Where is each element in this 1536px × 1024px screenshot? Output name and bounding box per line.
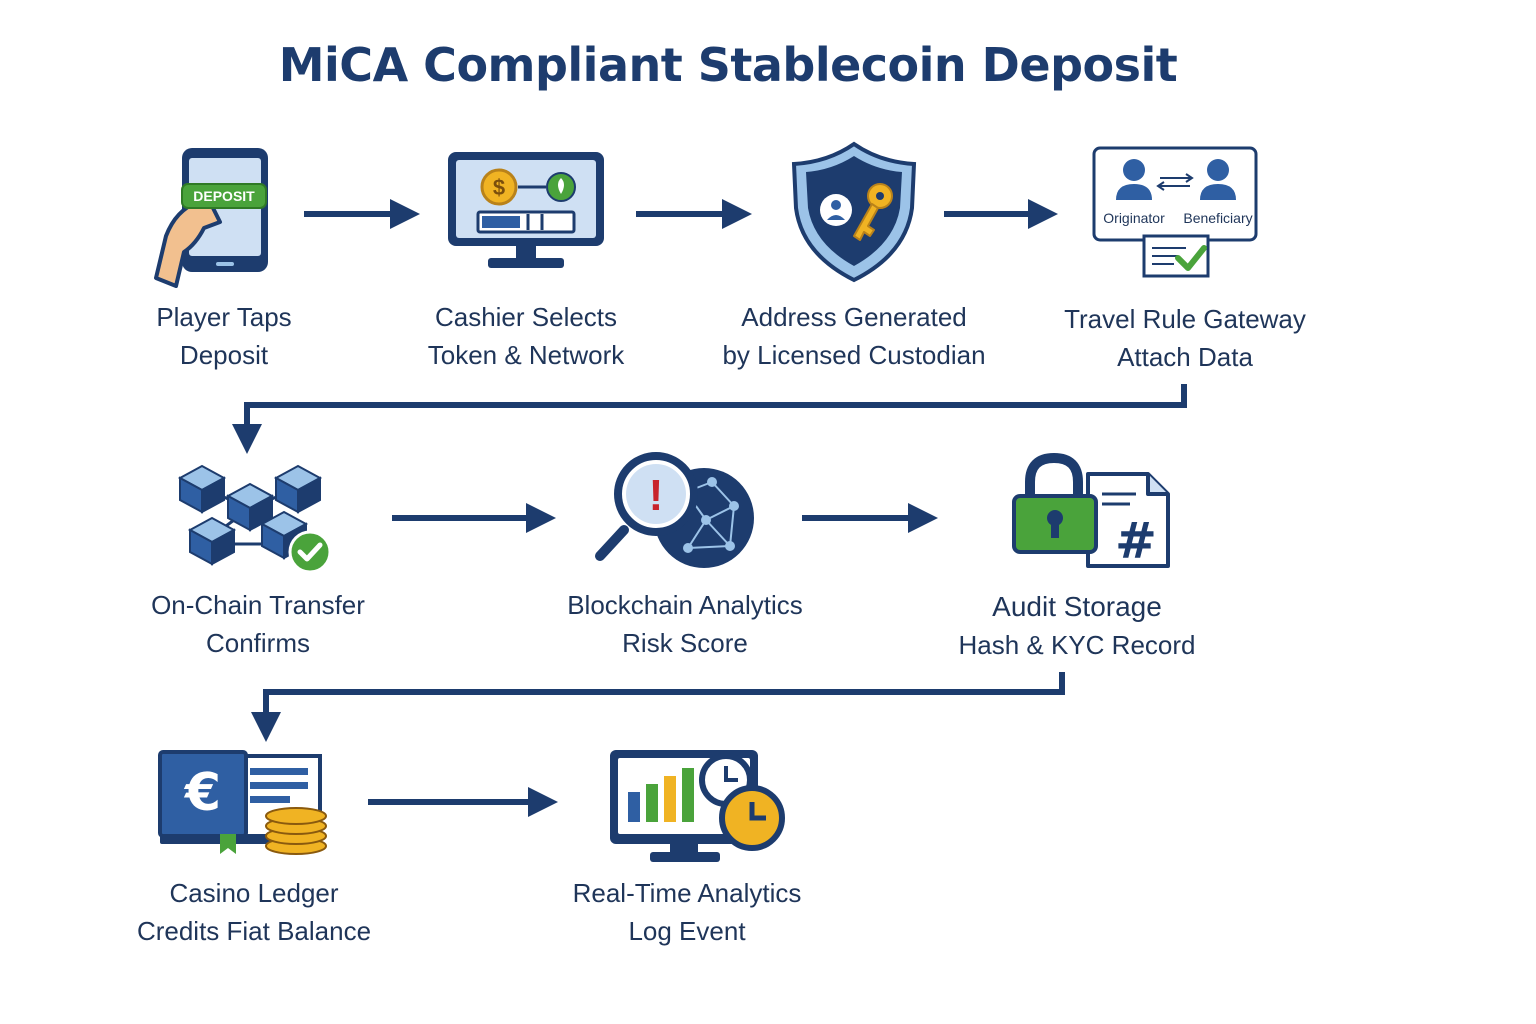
euro-ledger-coins-icon: €	[158, 750, 327, 855]
step-label: Address Generated by Licensed Custodian	[722, 302, 986, 370]
step-label: Travel Rule Gateway Attach Data	[1064, 304, 1306, 372]
svg-text:$: $	[493, 175, 505, 200]
cube	[177, 464, 227, 514]
arrow-row1-to-row2	[232, 384, 1187, 454]
cashier-monitor-icon: $	[448, 152, 604, 268]
step-label: Blockchain Analytics Risk Score	[567, 590, 803, 658]
phone-deposit-icon: DEPOSIT	[154, 148, 268, 288]
lock-document-icon: #	[1012, 452, 1170, 570]
svg-text:Beneficiary: Beneficiary	[1183, 210, 1252, 226]
originator-beneficiary-icon: Originator Beneficiary	[1092, 146, 1258, 278]
step-label: Casino Ledger Credits Fiat Balance	[136, 878, 372, 946]
svg-text:Originator: Originator	[1103, 210, 1165, 226]
step-label: Player Taps Deposit	[156, 302, 292, 370]
blockchain-cubes-icon	[177, 464, 332, 574]
chart-clock-icon	[610, 750, 785, 862]
arrow-row2-to-row3	[251, 672, 1065, 742]
step-label: Audit Storage Hash & KYC Record	[958, 591, 1196, 660]
svg-text:#: #	[1115, 512, 1157, 570]
svg-text:!: !	[649, 471, 664, 520]
shield-key-icon	[791, 141, 917, 283]
step-label: On-Chain Transfer Confirms	[151, 590, 365, 658]
magnifier-network-icon: !	[595, 452, 754, 568]
step-label: Real-Time Analytics Log Event	[572, 878, 802, 946]
step-label: Cashier Selects Token & Network	[427, 302, 625, 370]
deposit-badge-text: DEPOSIT	[193, 188, 255, 204]
svg-text:€: €	[184, 763, 221, 823]
page-title: MiCA Compliant Stablecoin Deposit	[278, 38, 1178, 92]
